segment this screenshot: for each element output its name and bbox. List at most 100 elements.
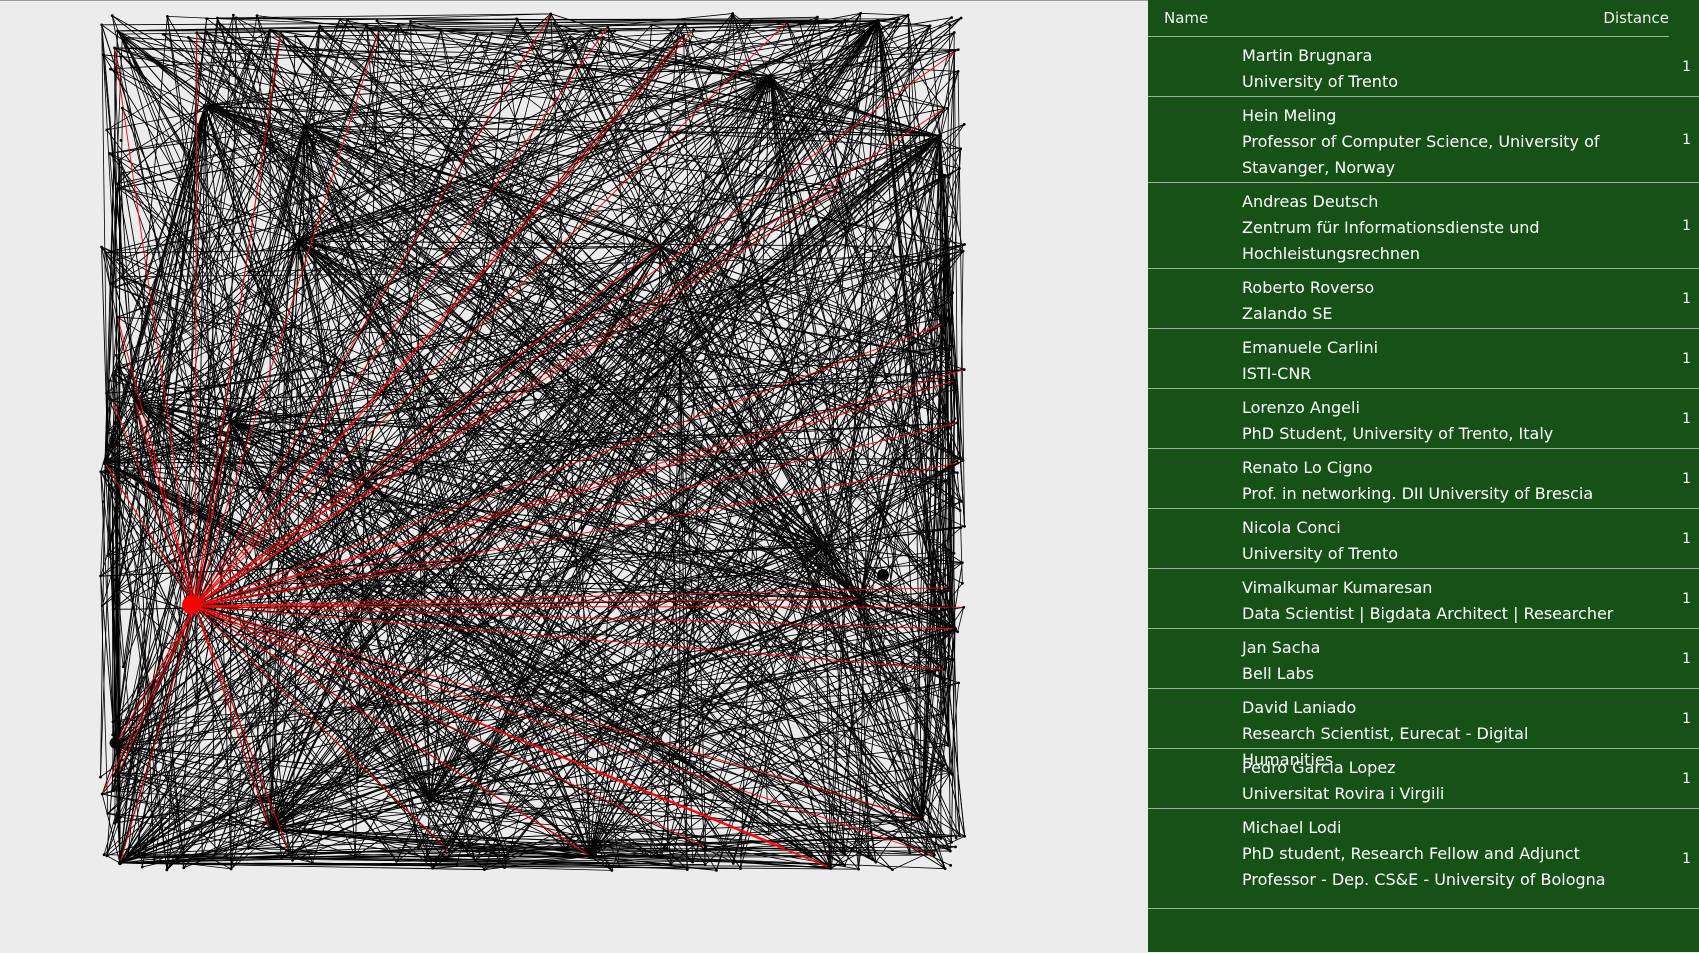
graph-node[interactable] bbox=[826, 565, 829, 568]
graph-node[interactable] bbox=[116, 479, 119, 482]
graph-node[interactable] bbox=[678, 349, 682, 353]
column-header-distance[interactable]: Distance bbox=[1603, 9, 1669, 27]
graph-node[interactable] bbox=[114, 373, 117, 376]
graph-node[interactable] bbox=[564, 848, 567, 851]
graph-node[interactable] bbox=[666, 847, 669, 850]
graph-node[interactable] bbox=[952, 389, 955, 392]
graph-node[interactable] bbox=[491, 32, 494, 35]
graph-node[interactable] bbox=[426, 573, 429, 576]
graph-node[interactable] bbox=[113, 47, 116, 50]
graph-node[interactable] bbox=[106, 554, 109, 557]
person-name[interactable]: David Laniado bbox=[1242, 695, 1619, 721]
graph-node[interactable] bbox=[953, 627, 957, 631]
person-name[interactable]: Michael Lodi bbox=[1242, 815, 1619, 841]
graph-node[interactable] bbox=[614, 29, 617, 32]
graph-node[interactable] bbox=[100, 23, 103, 26]
graph-node[interactable] bbox=[955, 837, 958, 840]
graph-node[interactable] bbox=[897, 17, 900, 20]
graph-node[interactable] bbox=[216, 20, 219, 23]
graph-node[interactable] bbox=[182, 596, 200, 614]
graph-node[interactable] bbox=[649, 855, 652, 858]
person-name[interactable]: Andreas Deutsch bbox=[1242, 189, 1619, 215]
graph-node[interactable] bbox=[691, 861, 694, 864]
graph-node[interactable] bbox=[267, 581, 270, 584]
graph-node[interactable] bbox=[431, 867, 434, 870]
graph-node[interactable] bbox=[877, 569, 889, 581]
graph-node[interactable] bbox=[205, 17, 208, 20]
graph-node[interactable] bbox=[318, 26, 321, 29]
graph-node[interactable] bbox=[943, 764, 946, 767]
graph-node[interactable] bbox=[963, 835, 966, 838]
graph-node[interactable] bbox=[269, 28, 272, 31]
graph-node[interactable] bbox=[704, 863, 707, 866]
graph-node[interactable] bbox=[121, 107, 124, 110]
person-name[interactable]: Martin Brugnara bbox=[1242, 43, 1619, 69]
graph-node[interactable] bbox=[941, 642, 944, 645]
graph-node[interactable] bbox=[809, 856, 812, 859]
graph-node[interactable] bbox=[945, 301, 948, 304]
person-name[interactable]: Renato Lo Cigno bbox=[1242, 455, 1619, 481]
graph-node[interactable] bbox=[455, 863, 458, 866]
graph-node[interactable] bbox=[428, 799, 432, 803]
graph-node[interactable] bbox=[112, 608, 115, 611]
person-name[interactable]: Vimalkumar Kumaresan bbox=[1242, 575, 1619, 601]
graph-node[interactable] bbox=[962, 459, 965, 462]
graph-node[interactable] bbox=[951, 291, 954, 294]
graph-node[interactable] bbox=[923, 353, 926, 356]
graph-node[interactable] bbox=[573, 247, 576, 250]
graph-node[interactable] bbox=[827, 865, 830, 868]
graph-node[interactable] bbox=[948, 24, 951, 27]
graph-node[interactable] bbox=[121, 36, 124, 39]
graph-node[interactable] bbox=[740, 853, 743, 856]
graph-node[interactable] bbox=[232, 14, 235, 17]
graph-node[interactable] bbox=[509, 183, 512, 186]
graph-node[interactable] bbox=[317, 31, 320, 34]
graph-node[interactable] bbox=[105, 129, 108, 132]
graph-node[interactable] bbox=[844, 853, 847, 856]
graph-node[interactable] bbox=[677, 23, 680, 26]
graph-node[interactable] bbox=[106, 430, 109, 433]
graph-node[interactable] bbox=[611, 702, 614, 705]
graph-node[interactable] bbox=[957, 48, 960, 51]
graph-node[interactable] bbox=[507, 192, 510, 195]
graph-node[interactable] bbox=[823, 544, 827, 548]
graph-node[interactable] bbox=[99, 776, 102, 779]
graph-node[interactable] bbox=[153, 861, 156, 864]
graph-node[interactable] bbox=[830, 867, 833, 870]
graph-node[interactable] bbox=[256, 14, 259, 17]
graph-node[interactable] bbox=[956, 630, 959, 633]
person-name[interactable]: Emanuele Carlini bbox=[1242, 335, 1619, 361]
graph-node[interactable] bbox=[816, 16, 819, 19]
graph-node[interactable] bbox=[607, 25, 610, 28]
graph-node[interactable] bbox=[499, 860, 502, 863]
graph-node[interactable] bbox=[943, 107, 946, 110]
graph-node[interactable] bbox=[287, 850, 290, 853]
graph-node[interactable] bbox=[960, 17, 963, 20]
graph-node[interactable] bbox=[268, 139, 271, 142]
graph-node[interactable] bbox=[949, 771, 952, 774]
graph-node[interactable] bbox=[105, 854, 108, 857]
graph-node[interactable] bbox=[118, 366, 121, 369]
graph-node[interactable] bbox=[214, 853, 217, 856]
graph-node[interactable] bbox=[120, 139, 123, 142]
graph-node[interactable] bbox=[316, 493, 319, 496]
graph-node[interactable] bbox=[182, 866, 185, 869]
graph-node[interactable] bbox=[350, 653, 353, 656]
graph-node[interactable] bbox=[268, 827, 272, 831]
graph-node[interactable] bbox=[920, 817, 924, 821]
graph-node[interactable] bbox=[465, 559, 468, 562]
graph-node[interactable] bbox=[658, 244, 662, 248]
graph-node[interactable] bbox=[945, 479, 948, 482]
graph-node[interactable] bbox=[103, 461, 107, 465]
graph-node[interactable] bbox=[947, 586, 950, 589]
graph-node[interactable] bbox=[445, 859, 448, 862]
graph-node[interactable] bbox=[785, 20, 788, 23]
graph-node[interactable] bbox=[504, 855, 507, 858]
graph-node[interactable] bbox=[516, 18, 519, 21]
graph-node[interactable] bbox=[799, 23, 802, 26]
graph-canvas[interactable] bbox=[0, 1, 1148, 953]
